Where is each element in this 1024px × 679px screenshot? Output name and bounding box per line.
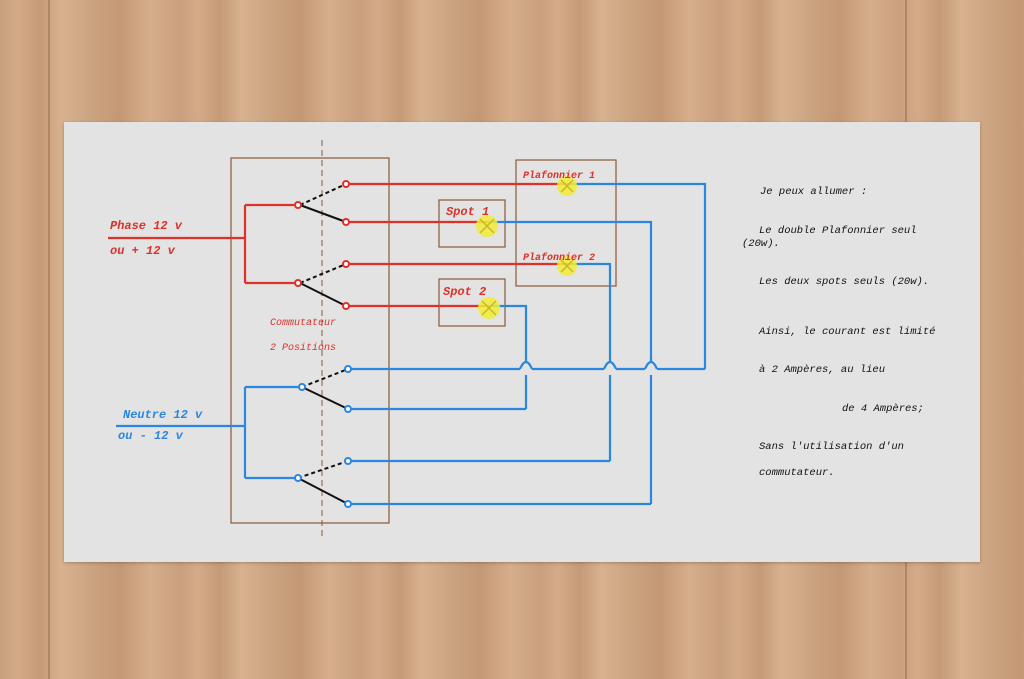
neutral-wires	[116, 182, 707, 506]
switch-label: Commutateur	[270, 318, 337, 329]
phase-alt-label: ou + 12 v	[110, 244, 175, 258]
note-line-1: Je peux allumer :	[760, 186, 868, 198]
phase-wires	[108, 182, 567, 308]
spot1-label: Spot 1	[446, 205, 490, 219]
wood-plank-seam	[48, 0, 50, 679]
lamp-spot1-icon	[476, 215, 498, 237]
neutral-label: Neutre 12 v	[123, 408, 203, 422]
lamp-plafonnier2-icon	[557, 256, 577, 276]
diagram-sheet	[64, 122, 980, 562]
note-line-2b: (20w).	[742, 238, 780, 250]
neutral-alt-label: ou - 12 v	[118, 429, 183, 443]
switch-positions-label: 2 Positions	[270, 343, 337, 354]
phase-switch-levers	[299, 183, 347, 307]
note-line-4: Ainsi, le courant est limité	[759, 326, 936, 338]
spot1-box	[438, 199, 506, 248]
switch-box	[230, 157, 390, 524]
note-line-8: commutateur.	[759, 467, 835, 479]
plafonnier2-label: Plafonnier 2	[523, 253, 596, 264]
spot2-label: Spot 2	[443, 285, 487, 299]
phase-switch-contacts	[294, 180, 350, 310]
note-line-6: de 4 Ampères;	[842, 403, 924, 415]
neutral-switch-contacts	[294, 365, 352, 508]
lamp-spot2-icon	[478, 297, 500, 319]
neutral-switch-levers	[297, 368, 349, 505]
note-line-5: à 2 Ampères, au lieu	[759, 364, 886, 376]
phase-label: Phase 12 v	[110, 219, 183, 233]
note-line-2: Le double Plafonnier seul	[759, 225, 917, 237]
lamp-plafonnier1-icon	[557, 176, 577, 196]
spot2-box	[438, 278, 506, 327]
note-line-3: Les deux spots seuls (20w).	[759, 276, 930, 288]
note-line-7: Sans l'utilisation d'un	[759, 441, 904, 453]
plafonnier1-label: Plafonnier 1	[523, 171, 596, 182]
